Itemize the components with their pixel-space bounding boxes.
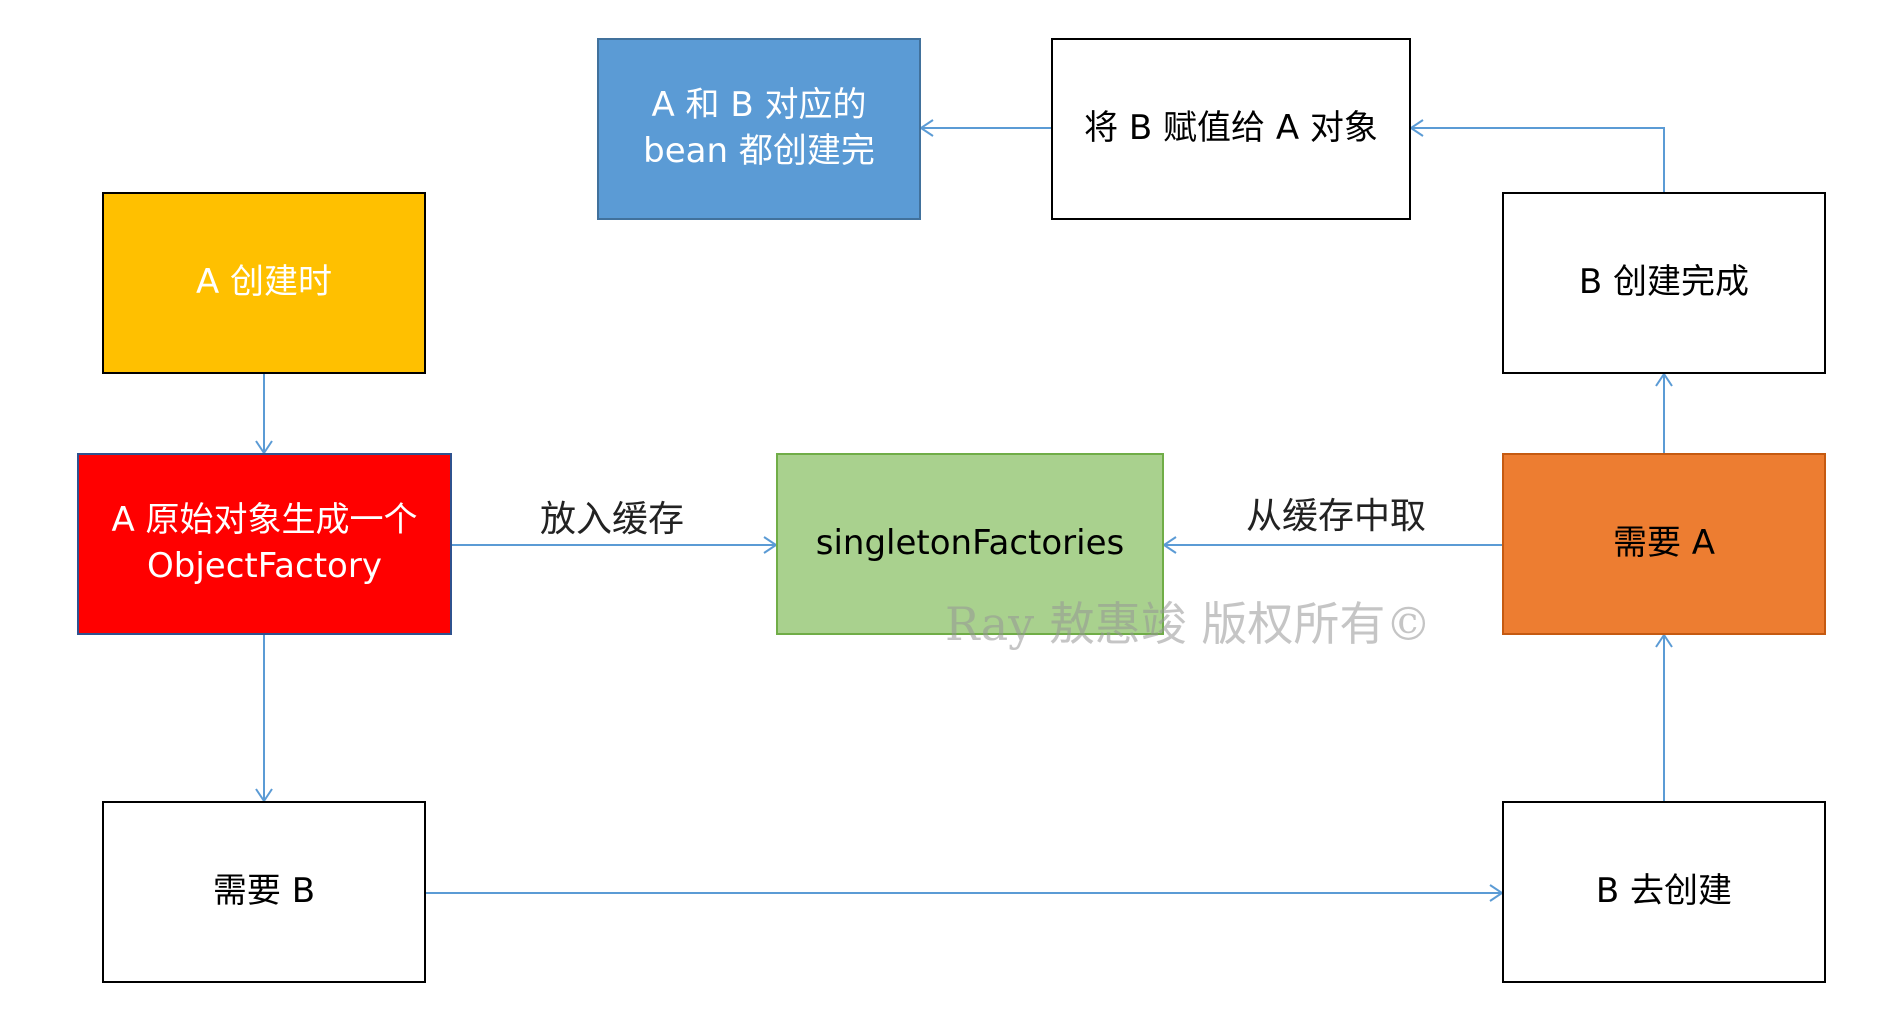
node-need-b: 需要 B	[102, 801, 426, 983]
node-b-done: B 创建完成	[1502, 192, 1826, 374]
node-assign-label: 将 B 赋值给 A 对象	[1084, 108, 1378, 149]
node-beans-done-label: A 和 B 对应的 bean 都创建完	[643, 85, 875, 171]
edges	[255, 119, 1673, 902]
arrow-b-done-to-assign	[1411, 127, 1665, 192]
arrow-b-create-to-need-a-head	[1655, 633, 1673, 648]
node-need-a: 需要 A	[1502, 453, 1826, 635]
arrow-assign-to-done-head	[919, 119, 934, 137]
node-singleton-factories: singletonFactories	[776, 453, 1164, 635]
node-assign-b-to-a: 将 B 赋值给 A 对象	[1051, 38, 1411, 220]
node-a-created: A 创建时	[102, 192, 426, 374]
node-beans-done: A 和 B 对应的 bean 都创建完	[597, 38, 921, 220]
node-a-created-label: A 创建时	[195, 262, 333, 303]
node-b-create: B 去创建	[1502, 801, 1826, 983]
edge-label-put-cache: 放入缓存	[540, 499, 685, 540]
node-singleton-label: singletonFactories	[815, 523, 1125, 564]
node-a-raw-label: A 原始对象生成一个 ObjectFactory	[111, 500, 418, 586]
node-b-done-label: B 创建完成	[1578, 262, 1750, 303]
arrow-b-done-to-assign-head	[1409, 119, 1424, 137]
arrow-need-a-to-b-done-head	[1655, 372, 1673, 387]
arrow-need-a-to-singleton-head	[1162, 536, 1177, 554]
node-need-a-label: 需要 A	[1612, 523, 1716, 564]
node-need-b-label: 需要 B	[212, 871, 316, 912]
node-b-create-label: B 去创建	[1595, 871, 1733, 912]
edge-label-get-cache: 从缓存中取	[1246, 496, 1427, 537]
node-a-raw-objectfactory: A 原始对象生成一个 ObjectFactory	[77, 453, 452, 635]
